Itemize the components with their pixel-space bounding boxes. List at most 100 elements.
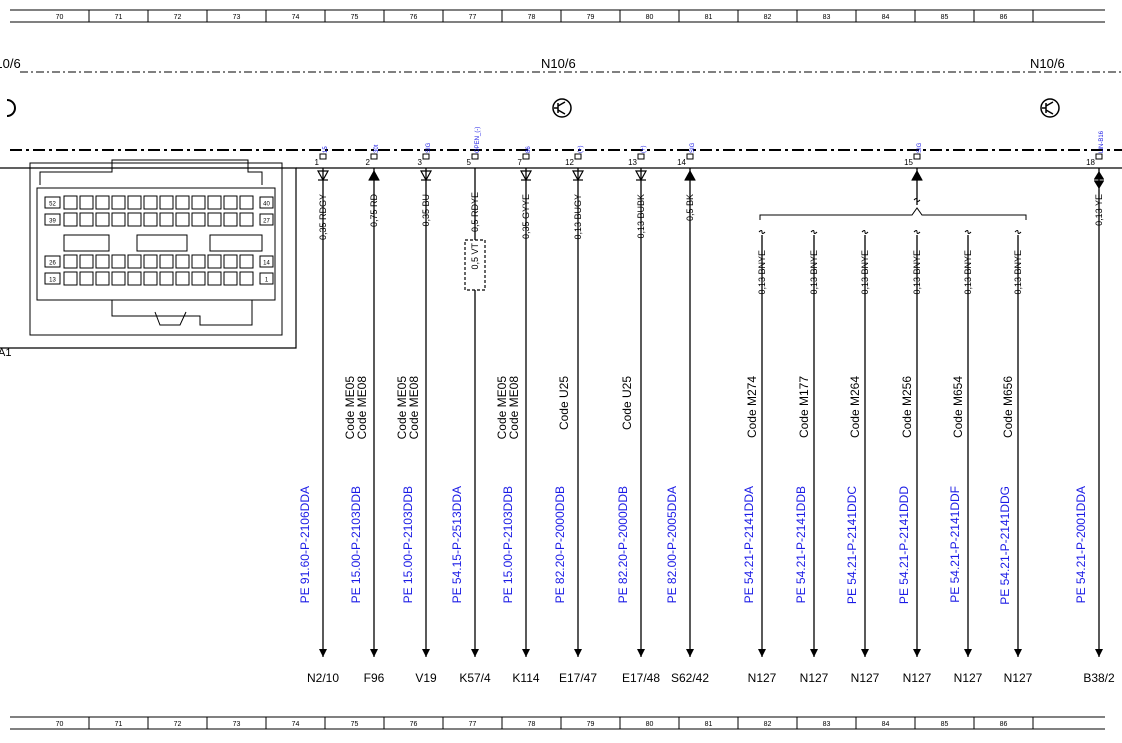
wire-end-arrow-icon bbox=[810, 649, 818, 657]
pin-number-box bbox=[44, 272, 61, 285]
pin-number: 18 bbox=[1086, 158, 1095, 167]
branch-tilde bbox=[1014, 230, 1022, 234]
pin-terminal bbox=[1095, 153, 1103, 160]
pin-terminal bbox=[574, 153, 582, 160]
grid-ruler-top-col-78: 78 bbox=[528, 14, 536, 21]
grid-ruler-bottom-col-84: 84 bbox=[882, 721, 890, 728]
wire-spec: 0,5 BK bbox=[685, 194, 695, 221]
destination-label: V19 bbox=[415, 671, 437, 685]
wire-spec: 0,35 BU bbox=[421, 194, 431, 227]
splice-pin-terminal bbox=[913, 153, 921, 160]
cavity bbox=[191, 271, 206, 286]
connector-inner bbox=[36, 187, 276, 301]
pin-function: (+) bbox=[641, 145, 647, 153]
destination-label: N127 bbox=[800, 671, 829, 685]
wire-spec: 0,13 BNYE bbox=[912, 250, 922, 295]
grid-ruler-top-col-74: 74 bbox=[292, 14, 300, 21]
pin-number-box bbox=[259, 196, 274, 209]
cavity bbox=[95, 195, 110, 210]
cavity bbox=[143, 271, 158, 286]
cavity bbox=[239, 254, 254, 269]
grid-ruler-top-col-82: 82 bbox=[764, 14, 772, 21]
wire-spec: 0,13 YE bbox=[1094, 194, 1104, 226]
cavity bbox=[223, 195, 238, 210]
pe-reference-link: PE 54.21-P-2001DDA bbox=[1074, 486, 1088, 603]
pin-terminal bbox=[522, 153, 530, 160]
pe-reference-link: PE 82.00-P-2005DDA bbox=[665, 486, 679, 603]
pin-function: SIG bbox=[690, 142, 696, 153]
pin-terminal bbox=[637, 153, 645, 160]
grid-ruler-bottom-col-74: 74 bbox=[292, 721, 300, 728]
cavity bbox=[63, 271, 78, 286]
pe-reference-link: PE 15.00-P-2103DDB bbox=[501, 486, 515, 603]
partial-symbol-left bbox=[6, 99, 16, 117]
grid-ruler-bottom-col-82: 82 bbox=[764, 721, 772, 728]
wire-end-arrow-icon bbox=[574, 649, 582, 657]
code-label: Code ME08 bbox=[355, 376, 369, 440]
code-label: Code U25 bbox=[620, 376, 634, 430]
grid-ruler-bottom-col-77: 77 bbox=[469, 721, 477, 728]
pin-terminal bbox=[422, 153, 430, 160]
cavity bbox=[159, 254, 174, 269]
pin-function: 86 bbox=[526, 146, 532, 153]
cavity bbox=[143, 212, 158, 227]
destination-label: F96 bbox=[364, 671, 385, 685]
cavity bbox=[143, 254, 158, 269]
pin-number-box bbox=[259, 272, 274, 285]
cavity bbox=[111, 195, 126, 210]
code-label: Code M654 bbox=[951, 376, 965, 438]
branch-tilde bbox=[861, 230, 869, 234]
connector-pin-number: 1 bbox=[265, 278, 269, 284]
pe-reference-link: PE 82.20-P-2000DDB bbox=[616, 486, 630, 603]
wire-end-arrow-icon bbox=[686, 649, 694, 657]
ground-symbol-right bbox=[1040, 98, 1060, 118]
cavity bbox=[239, 212, 254, 227]
ground-symbol-center bbox=[552, 98, 572, 118]
arrow-up-icon bbox=[368, 169, 380, 181]
wire-spec: 0,5 RDYE bbox=[470, 192, 480, 232]
splice-pin-number: 15 bbox=[904, 158, 913, 167]
cavity bbox=[191, 254, 206, 269]
cavity bbox=[95, 212, 110, 227]
cavity bbox=[159, 195, 174, 210]
connector-housing bbox=[29, 162, 283, 336]
grid-ruler-top-col-70: 70 bbox=[56, 14, 64, 21]
wire-end-arrow-icon bbox=[422, 649, 430, 657]
grid-ruler-bottom-col-85: 85 bbox=[941, 721, 949, 728]
grid-ruler-bottom-col-81: 81 bbox=[705, 721, 713, 728]
cavity bbox=[223, 271, 238, 286]
wire-spec: 0,13 BNYE bbox=[809, 250, 819, 295]
pe-reference-link: PE 82.20-P-2000DDB bbox=[553, 486, 567, 603]
cavity bbox=[207, 212, 222, 227]
wire-spec: 0,75 RD bbox=[369, 194, 379, 228]
destination-label: N2/10 bbox=[307, 671, 339, 685]
destination-label: E17/47 bbox=[559, 671, 597, 685]
pe-reference-link: PE 54.15-P-2513DDA bbox=[450, 486, 464, 603]
pin-number: 12 bbox=[565, 158, 574, 167]
wire-spec: 0,13 BNYE bbox=[1013, 250, 1023, 295]
cavity bbox=[159, 212, 174, 227]
connector-pin-number: 14 bbox=[263, 261, 270, 267]
cavity bbox=[239, 195, 254, 210]
branch-tilde bbox=[810, 230, 818, 234]
pe-reference-link: PE 54.21-P-2141DDG bbox=[998, 486, 1012, 605]
wire-end-arrow-icon bbox=[758, 649, 766, 657]
wire-end-arrow-icon bbox=[637, 649, 645, 657]
grid-ruler-top-col-86: 86 bbox=[1000, 14, 1008, 21]
cavity bbox=[79, 254, 94, 269]
wire-spec: 0,13 BNYE bbox=[860, 250, 870, 295]
connector-label-right: N10/6 bbox=[1030, 56, 1065, 71]
connector-label-center: N10/6 bbox=[541, 56, 576, 71]
destination-label: B38/2 bbox=[1083, 671, 1115, 685]
cavity bbox=[95, 271, 110, 286]
code-label: Code M264 bbox=[848, 376, 862, 438]
cavity bbox=[63, 212, 78, 227]
